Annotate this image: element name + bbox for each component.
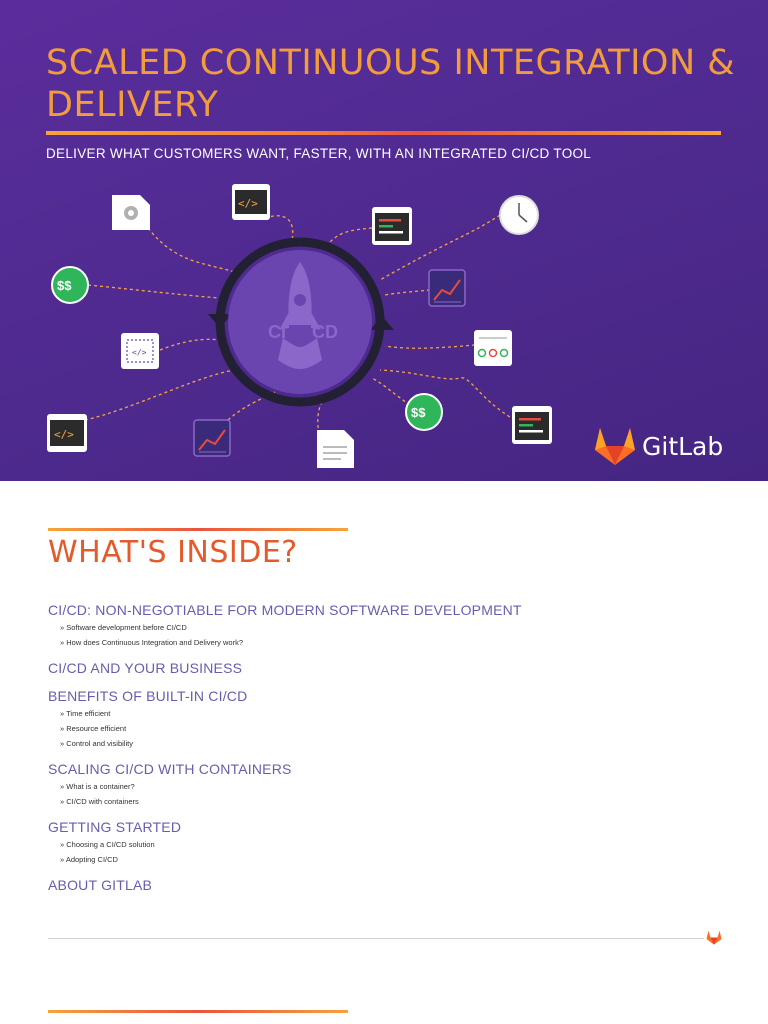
toc-subitem[interactable]: » Adopting CI/CD [60, 855, 118, 864]
toc-subitem[interactable]: » How does Continuous Integration and De… [60, 638, 244, 647]
code-window-icon: </> [47, 414, 87, 452]
toc-section: BENEFITS OF BUILT-IN CI/CD » Time effici… [48, 686, 728, 751]
toc-subitem[interactable]: » Time efficient [60, 709, 111, 718]
page-subtitle: DELIVER WHAT CUSTOMERS WANT, FASTER, WIT… [46, 146, 592, 161]
svg-text:</>: </> [238, 197, 258, 210]
toc-subitem[interactable]: » CI/CD with containers [60, 797, 139, 806]
toc-title: WHAT'S INSIDE? [48, 535, 298, 570]
money-badge-icon: $$ [405, 393, 443, 431]
toc-subitem[interactable]: » What is a container? [60, 782, 135, 791]
toc-section: GETTING STARTED » Choosing a CI/CD solut… [48, 817, 728, 867]
terminal-icon [512, 406, 552, 444]
svg-text:</>: </> [54, 428, 74, 441]
toc-section: CI/CD AND YOUR BUSINESS [48, 658, 728, 678]
toc-subitem[interactable]: » Software development before CI/CD [60, 623, 187, 632]
brand-name: GitLab [642, 431, 724, 461]
svg-text:$$: $$ [57, 278, 72, 293]
toc-subitem[interactable]: » Control and visibility [60, 739, 133, 748]
toc-heading[interactable]: CI/CD: NON-NEGOTIABLE FOR MODERN SOFTWAR… [48, 602, 522, 618]
hero-banner: SCALED CONTINUOUS INTEGRATION & DELIVERY… [0, 0, 768, 481]
page-title: SCALED CONTINUOUS INTEGRATION & DELIVERY [46, 43, 736, 125]
svg-text:$$: $$ [411, 405, 426, 420]
cycle-label-cd: CD [312, 322, 338, 342]
toc-subitem[interactable]: » Choosing a CI/CD solution [60, 840, 155, 849]
money-badge-icon: $$ [51, 266, 89, 304]
chart-icon [193, 419, 231, 457]
gitlab-logo[interactable]: GitLab [594, 426, 723, 466]
toc-section: ABOUT GITLAB [48, 875, 728, 895]
rocket-icon [278, 262, 322, 369]
toc-heading[interactable]: BENEFITS OF BUILT-IN CI/CD [48, 688, 248, 704]
table-of-contents: CI/CD: NON-NEGOTIABLE FOR MODERN SOFTWAR… [48, 600, 728, 903]
svg-text:</>: </> [132, 348, 147, 357]
toc-heading[interactable]: CI/CD AND YOUR BUSINESS [48, 660, 243, 676]
clock-icon [499, 195, 539, 235]
terminal-icon [372, 207, 412, 245]
cicd-illustration: CI CD </> $ [47, 184, 552, 468]
section-divider [48, 1010, 348, 1013]
gitlab-fox-icon [706, 930, 722, 945]
gear-document-icon [112, 195, 150, 230]
code-window-icon: </> [232, 184, 270, 220]
code-settings-icon: </> [121, 333, 159, 369]
footer-divider [48, 938, 704, 939]
toc-section: CI/CD: NON-NEGOTIABLE FOR MODERN SOFTWAR… [48, 600, 728, 650]
toc-section: SCALING CI/CD WITH CONTAINERS » What is … [48, 759, 728, 809]
title-divider [46, 131, 721, 135]
toc-subitem[interactable]: » Resource efficient [60, 724, 127, 733]
toc-heading[interactable]: GETTING STARTED [48, 819, 182, 835]
gitlab-logo-icon [595, 428, 635, 465]
toc-heading[interactable]: ABOUT GITLAB [48, 877, 153, 893]
cycle-label-ci: CI [268, 322, 286, 342]
status-panel-icon [474, 330, 512, 366]
chart-icon [428, 269, 466, 307]
toc-heading[interactable]: SCALING CI/CD WITH CONTAINERS [48, 761, 292, 777]
document-icon [317, 430, 354, 468]
section-divider [48, 528, 348, 531]
